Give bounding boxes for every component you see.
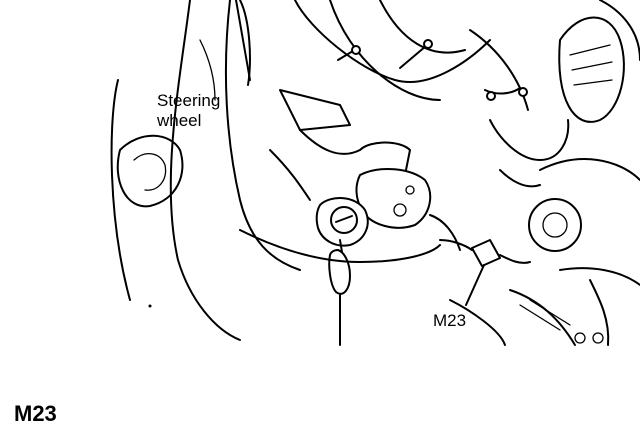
figure-caption: M23 (14, 401, 57, 426)
connector-m23-label: M23 (433, 311, 467, 330)
dashboard-right-drawing (449, 119, 640, 346)
leader-line-m23 (465, 264, 485, 306)
ignition-switch-drawing (239, 89, 461, 346)
steering-wheel-drawing (110, 0, 301, 341)
instrument-cluster-drawing (239, 0, 640, 123)
connector-m23-drawing (439, 239, 531, 306)
steering-wheel-label: Steering wheel (157, 91, 221, 130)
misc-lines (148, 39, 311, 308)
